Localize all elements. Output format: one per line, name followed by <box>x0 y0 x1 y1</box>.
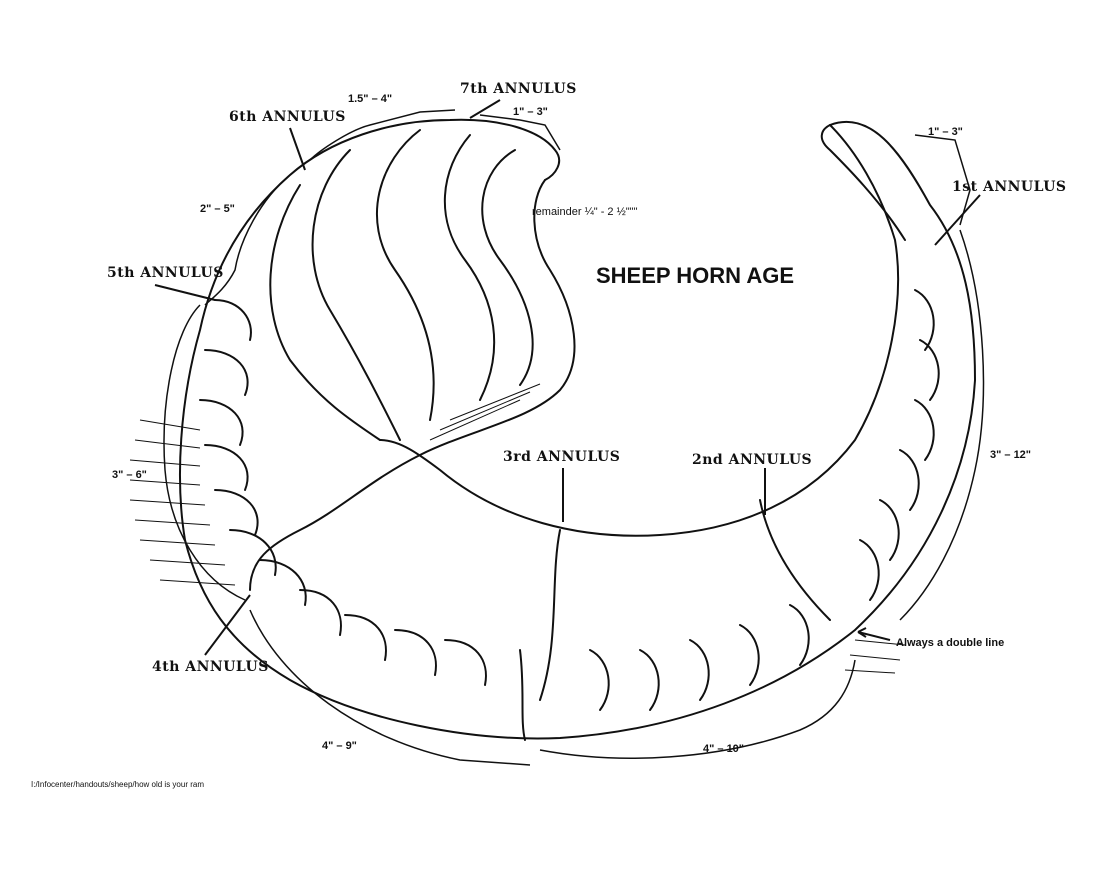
leader-7th <box>469 99 501 119</box>
bracket-seg3 <box>539 659 856 759</box>
measure-tip: 1" – 3" <box>928 126 963 138</box>
annulus-5-label: 5th ANNULUS <box>107 265 224 281</box>
annulus-line-3 <box>539 529 561 701</box>
measure-seg6: 2" – 5" <box>200 203 235 215</box>
horn-inner-edge <box>379 124 900 537</box>
measure-seg3: 4" – 10" <box>703 743 745 755</box>
annulus-7-label: 7th ANNULUS <box>460 81 577 97</box>
bracket-seg7 <box>309 109 456 161</box>
leader-5th <box>154 284 216 301</box>
annulus-6-label: 6th ANNULUS <box>229 109 346 125</box>
leader-1st <box>934 194 981 246</box>
annulus-line-2 <box>759 499 831 621</box>
measure-seg2: 3" – 12" <box>990 449 1032 461</box>
bracket-seg2 <box>899 229 985 621</box>
bracket-seg8 <box>479 114 561 151</box>
horn-tip <box>820 124 906 241</box>
annulus-2-label: 2nd ANNULUS <box>692 452 813 468</box>
page-title: SHEEP HORN AGE <box>596 263 795 288</box>
bracket-seg5 <box>163 304 246 601</box>
measure-seg8: 1" – 3" <box>513 106 548 118</box>
measure-seg5: 3" – 6" <box>112 469 147 481</box>
leader-6th <box>289 127 306 171</box>
bracket-seg6 <box>204 174 291 306</box>
leader-4th <box>204 594 251 656</box>
bracket-tip <box>914 134 971 226</box>
measure-seg7: 1.5" – 4" <box>348 93 393 105</box>
remainder-label: remainder ¼" - 2 ½""" <box>532 206 638 218</box>
bracket-seg4 <box>249 609 531 766</box>
horn-base <box>249 179 576 591</box>
file-path-footer: I:/Infocenter/handouts/sheep/how old is … <box>31 780 204 789</box>
measure-seg4: 4" – 9" <box>322 740 357 752</box>
horn-outer-edge <box>179 118 976 740</box>
annulus-4-label: 4th ANNULUS <box>152 659 269 675</box>
double-line-note: Always a double line <box>896 637 1005 649</box>
annulus-line-4 <box>519 649 526 741</box>
annulus-1-label: 1st ANNULUS <box>952 179 1067 195</box>
leader-double-line <box>857 627 891 641</box>
annulus-3-label: 3rd ANNULUS <box>503 449 621 465</box>
